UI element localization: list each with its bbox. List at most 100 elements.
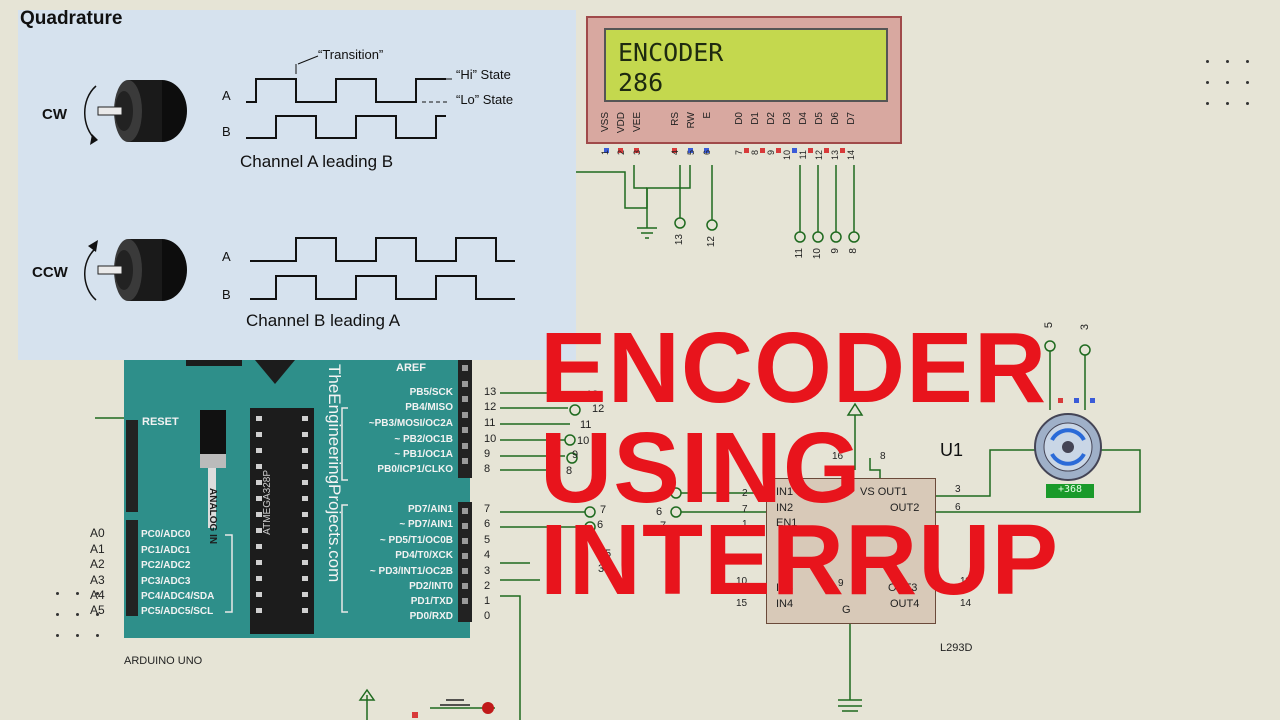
transition-label: “Transition” [318, 47, 384, 62]
driver-pin-number: 16 [832, 451, 844, 462]
driver-pin-number: 7 [742, 504, 748, 515]
cw-label: CW [42, 106, 67, 123]
driver-chip [766, 478, 936, 624]
board-label: ARDUINO UNO [124, 655, 203, 667]
analog-pin: A5 [90, 603, 105, 617]
lo-state-label: “Lo” State [456, 92, 514, 107]
driver-left-pin: IN4 [776, 598, 794, 610]
analog-pin: A2 [90, 557, 105, 571]
hi-state-label: “Hi” State [456, 67, 511, 82]
driver-left-pin: IN1 [776, 486, 794, 498]
arduino-right-pin: PD7/AIN1 [407, 504, 453, 515]
driver-pin-number: 11 [960, 576, 971, 587]
driver-ref: U1 [940, 440, 964, 460]
lcd-module: ENCODER 286 [586, 16, 902, 144]
arduino-right-pin: PB0/ICP1/CLKO [377, 464, 453, 475]
arduino-right-pin: ~PB3/MOSI/OC2A [368, 418, 453, 429]
driver-pin-number: 1 [742, 519, 748, 530]
ccw-channel-a: A [222, 249, 231, 264]
arduino-right-pin: ~ PD7/AIN1 [399, 519, 453, 530]
website-vertical-text: TheEngineeringProjects.com [325, 364, 344, 583]
headline-line-1: ENCODER [540, 312, 1048, 424]
digital-pin-number: 9 [484, 448, 491, 460]
driver-right-pin: OUT3 [888, 582, 918, 594]
digital-pin-number: 7 [484, 503, 491, 515]
cw-channel-b: B [222, 124, 231, 139]
driver-node-label: 7 [660, 520, 667, 532]
analog-pin: A4 [90, 588, 105, 602]
digital-pin-number: 5 [484, 534, 491, 546]
digital-pin-number: 3 [484, 565, 491, 577]
digital-pin-number: 0 [484, 610, 491, 622]
arduino-left-pin: PC1/ADC1 [141, 545, 191, 556]
wire-label: 6 [597, 519, 604, 531]
digital-pin-number: 2 [484, 580, 491, 592]
arduino-right-pin: PD4/T0/XCK [395, 550, 453, 561]
arduino-right-pin: PB4/MISO [405, 402, 453, 413]
arduino-left-pin: PC3/ADC3 [141, 576, 191, 587]
ccw-caption: Channel B leading A [246, 311, 401, 330]
digital-pin-number: 13 [484, 386, 497, 398]
ccw-encoder-icon [84, 239, 187, 301]
headline-line-3: INTERRUP [540, 504, 1060, 616]
driver-node-label: 6 [656, 506, 663, 518]
arduino-right-pin: PD0/RXD [409, 611, 453, 622]
wire-label: 13 [586, 389, 599, 401]
driver-right-pin: VS OUT1 [860, 486, 908, 498]
arduino-left-pin: PC4/ADC4/SDA [141, 591, 215, 602]
lcd-line-2: 286 [618, 68, 664, 97]
arduino-left-pin: PC0/ADC0 [141, 529, 191, 540]
dot-grid-bottom-left [56, 592, 116, 655]
cw-caption: Channel A leading B [240, 152, 394, 171]
digital-pin-number: 11 [484, 417, 496, 429]
motor-readout: +368 [1057, 484, 1083, 495]
driver-node-label: 5 [605, 548, 612, 560]
driver-pin-number: 9 [838, 578, 844, 589]
ccw-channel-b: B [222, 287, 231, 302]
driver-gnd-label: G [842, 604, 851, 616]
driver-left-pin: IN2 [776, 502, 794, 514]
wire-label: 8 [566, 465, 573, 477]
digital-pin-number: 1 [484, 595, 491, 607]
driver-pin-number: 3 [955, 484, 961, 495]
driver-pin-number: 6 [955, 502, 961, 513]
arduino-left-pin: PC5/ADC5/SCL [141, 606, 214, 617]
analog-pin: A1 [90, 542, 105, 556]
lcd-line-1: ENCODER [618, 38, 724, 67]
driver-pin-number: 15 [736, 598, 748, 609]
driver-pin-number: 2 [742, 488, 748, 499]
driver-pin-number: 10 [736, 576, 748, 587]
driver-right-pin: OUT2 [890, 502, 920, 514]
arduino-right-pin: PB5/SCK [409, 387, 453, 398]
arduino-left-pin: PC2/ADC2 [141, 560, 191, 571]
driver-pin-number: 8 [880, 451, 886, 462]
aref-label: AREF [396, 362, 426, 374]
driver-right-pin: OUT4 [890, 598, 920, 610]
digital-pin-number: 12 [484, 401, 497, 413]
quadrature-panel [18, 10, 576, 360]
driver-left-pin: IN3 [776, 582, 794, 594]
digital-pin-number: 10 [484, 433, 497, 445]
driver-part: L293D [940, 642, 973, 654]
headline-line-2: USING [540, 412, 862, 524]
arduino-right-pin: ~ PB2/OC1B [394, 434, 453, 445]
cw-channel-a: A [222, 88, 231, 103]
reset-label: RESET [142, 416, 179, 428]
wire-label: 7 [600, 504, 607, 516]
dot-grid-top-right [1206, 60, 1266, 123]
wire-label: 10 [577, 435, 590, 447]
wire-label: 12 [592, 403, 605, 415]
arduino-right-pin: ~ PB1/OC1A [394, 449, 453, 460]
wire-label: 11 [580, 419, 592, 431]
ccw-label: CCW [32, 264, 68, 281]
driver-pin-number: 14 [960, 598, 972, 609]
arduino-right-pin: PD2/INT0 [409, 581, 453, 592]
analog-pin: A3 [90, 573, 105, 587]
driver-node-label: 3 [598, 563, 605, 575]
analog-label: ANALOG IN [207, 488, 218, 545]
digital-pin-number: 8 [484, 463, 491, 475]
